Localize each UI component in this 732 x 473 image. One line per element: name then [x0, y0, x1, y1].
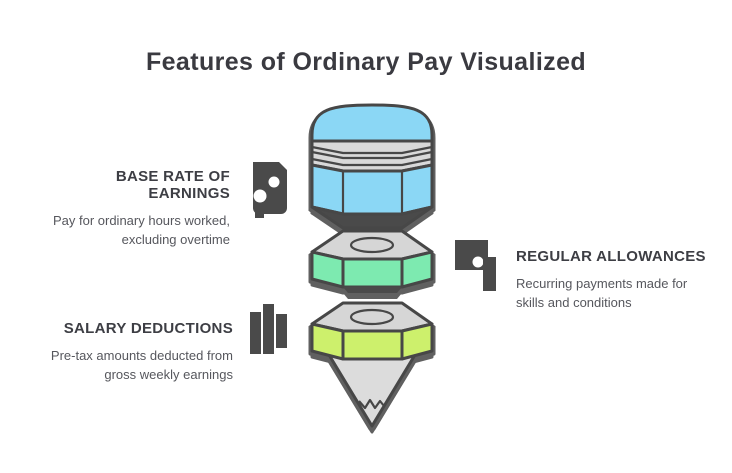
nut-side-left	[310, 322, 345, 361]
frame-and-bar-icon	[454, 233, 504, 296]
block-body: Recurring payments made for skills and c…	[516, 276, 688, 310]
block-body: Pre-tax amounts deducted from gross week…	[50, 348, 233, 382]
nut-side-right	[400, 322, 434, 361]
nut-side-right	[400, 250, 434, 289]
label-block-right: REGULAR ALLOWANCES Recurring payments ma…	[516, 248, 711, 313]
block-heading: BASE RATE OF EARNINGS	[115, 168, 230, 202]
nut-front-face	[341, 329, 404, 361]
nut-hole	[349, 308, 395, 326]
ferrule-line	[311, 157, 433, 167]
bar-chart-icon	[246, 300, 294, 361]
tip-segment	[310, 301, 434, 428]
ferrule-line	[311, 150, 433, 160]
perforated-card-icon	[243, 158, 295, 223]
block-heading: REGULAR ALLOWANCES	[516, 248, 706, 265]
nut-front-face	[341, 257, 404, 289]
eraser-dome	[310, 103, 434, 143]
ferrule-line	[311, 145, 433, 155]
middle-nut-segment	[310, 229, 434, 293]
label-block-top-left: BASE RATE OF EARNINGS Pay for ordinary h…	[30, 168, 230, 250]
segment-underside	[310, 205, 434, 230]
page-title: Features of Ordinary Pay Visualized	[145, 48, 587, 76]
exploded-pencil-illustration	[310, 103, 434, 428]
nut-hole	[349, 236, 395, 254]
block-heading: SALARY DEDUCTIONS	[63, 320, 233, 337]
nut-side-left	[310, 250, 345, 289]
blue-hex-body	[310, 163, 434, 216]
label-block-bottom-left: SALARY DEDUCTIONS Pre-tax amounts deduct…	[33, 320, 233, 385]
eraser-cap-segment	[310, 103, 434, 230]
tip-zigzag	[358, 398, 385, 410]
nut-underside	[343, 287, 402, 293]
block-body: Pay for ordinary hours worked, excluding…	[52, 213, 230, 247]
